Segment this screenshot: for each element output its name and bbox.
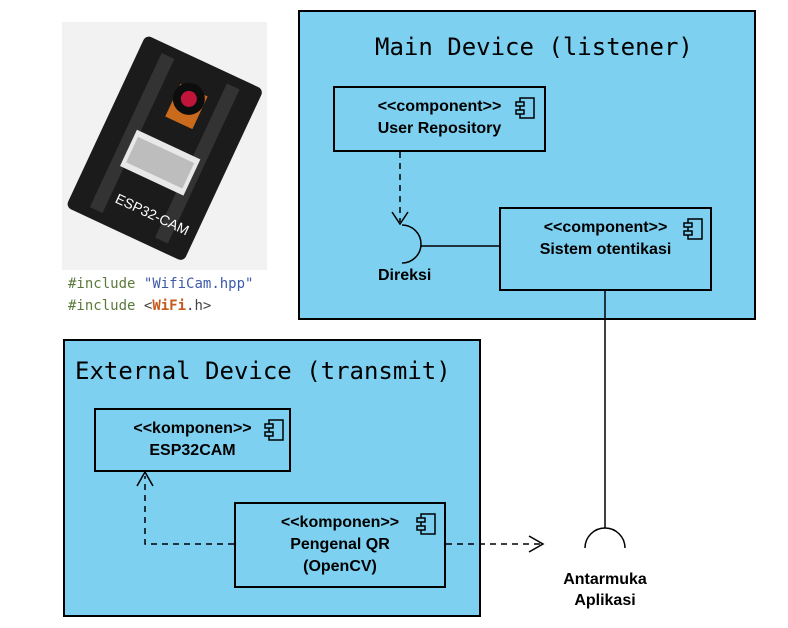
antarmuka-aplikasi-label: Antarmuka Aplikasi [563,571,647,609]
esp32cam-component: <<komponen>> ESP32CAM [94,408,291,472]
code-line-1: #include "WifiCam.hpp" [68,276,254,292]
sistem-otentikasi-component: <<component>> Sistem otentikasi [499,207,712,291]
pengenal-qr-component: <<komponen>> Pengenal QR (OpenCV) [234,502,446,588]
code-line-2: #include <WiFi.h> [68,298,212,314]
component-icon [683,218,703,240]
dependency-arrowhead [391,211,409,226]
component-icon [264,419,284,441]
component-icon [416,513,436,535]
external-device-title: External Device (transmit) [75,357,451,385]
direksi-label: Direksi [378,267,432,284]
antarmuka-socket [584,527,626,549]
esp32-cam-photo: ESP32-CAM [62,22,267,270]
component-icon [515,97,535,119]
dependency-qr-esp32 [144,476,234,545]
user-repository-component: <<component>> User Repository [333,86,546,152]
main-device-title: Main Device (listener) [375,33,693,61]
direksi-socket [401,224,422,264]
